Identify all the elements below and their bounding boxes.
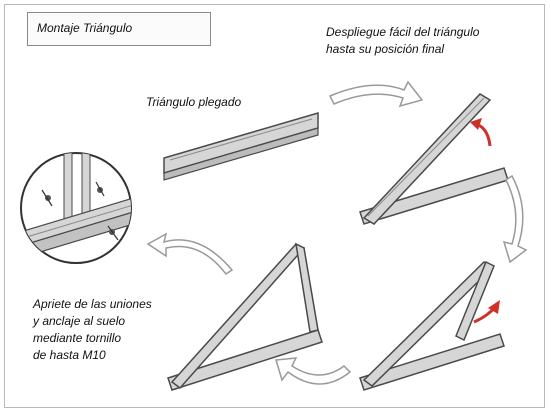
cycle-arrow-right [502, 174, 528, 264]
diagram-title: Montaje Triángulo [37, 21, 133, 35]
cycle-arrow-top [328, 80, 424, 108]
caption-anchor-line2: y anclaje al suelo [33, 314, 126, 328]
accent-arrowhead-bottom [488, 300, 500, 314]
caption-unfold: Despliegue fácil del triángulo hasta su … [326, 24, 479, 58]
folded-triangle-profile [163, 111, 319, 181]
caption-unfold-line1: Despliegue fácil del triángulo [326, 25, 480, 39]
assembled-triangle [167, 242, 323, 391]
caption-anchor-line1: Apriete de las uniones [33, 297, 152, 311]
title-box: Montaje Triángulo [27, 12, 211, 46]
cycle-arrow-detail [146, 232, 234, 276]
joint-detail-zoom [20, 152, 132, 264]
caption-unfold-line2: hasta su posición final [326, 42, 445, 56]
cycle-arrow-bottom [275, 357, 352, 385]
caption-anchor: Apriete de las uniones y anclaje al suel… [33, 296, 152, 364]
caption-anchor-line4: de hasta M10 [33, 348, 106, 362]
caption-folded: Triángulo plegado [146, 95, 242, 109]
accent-arrowhead-top [470, 118, 482, 130]
partially-unfolded-triangle [359, 260, 505, 391]
caption-anchor-line3: mediante tornillo [33, 331, 122, 345]
unfolding-triangle [359, 93, 509, 225]
